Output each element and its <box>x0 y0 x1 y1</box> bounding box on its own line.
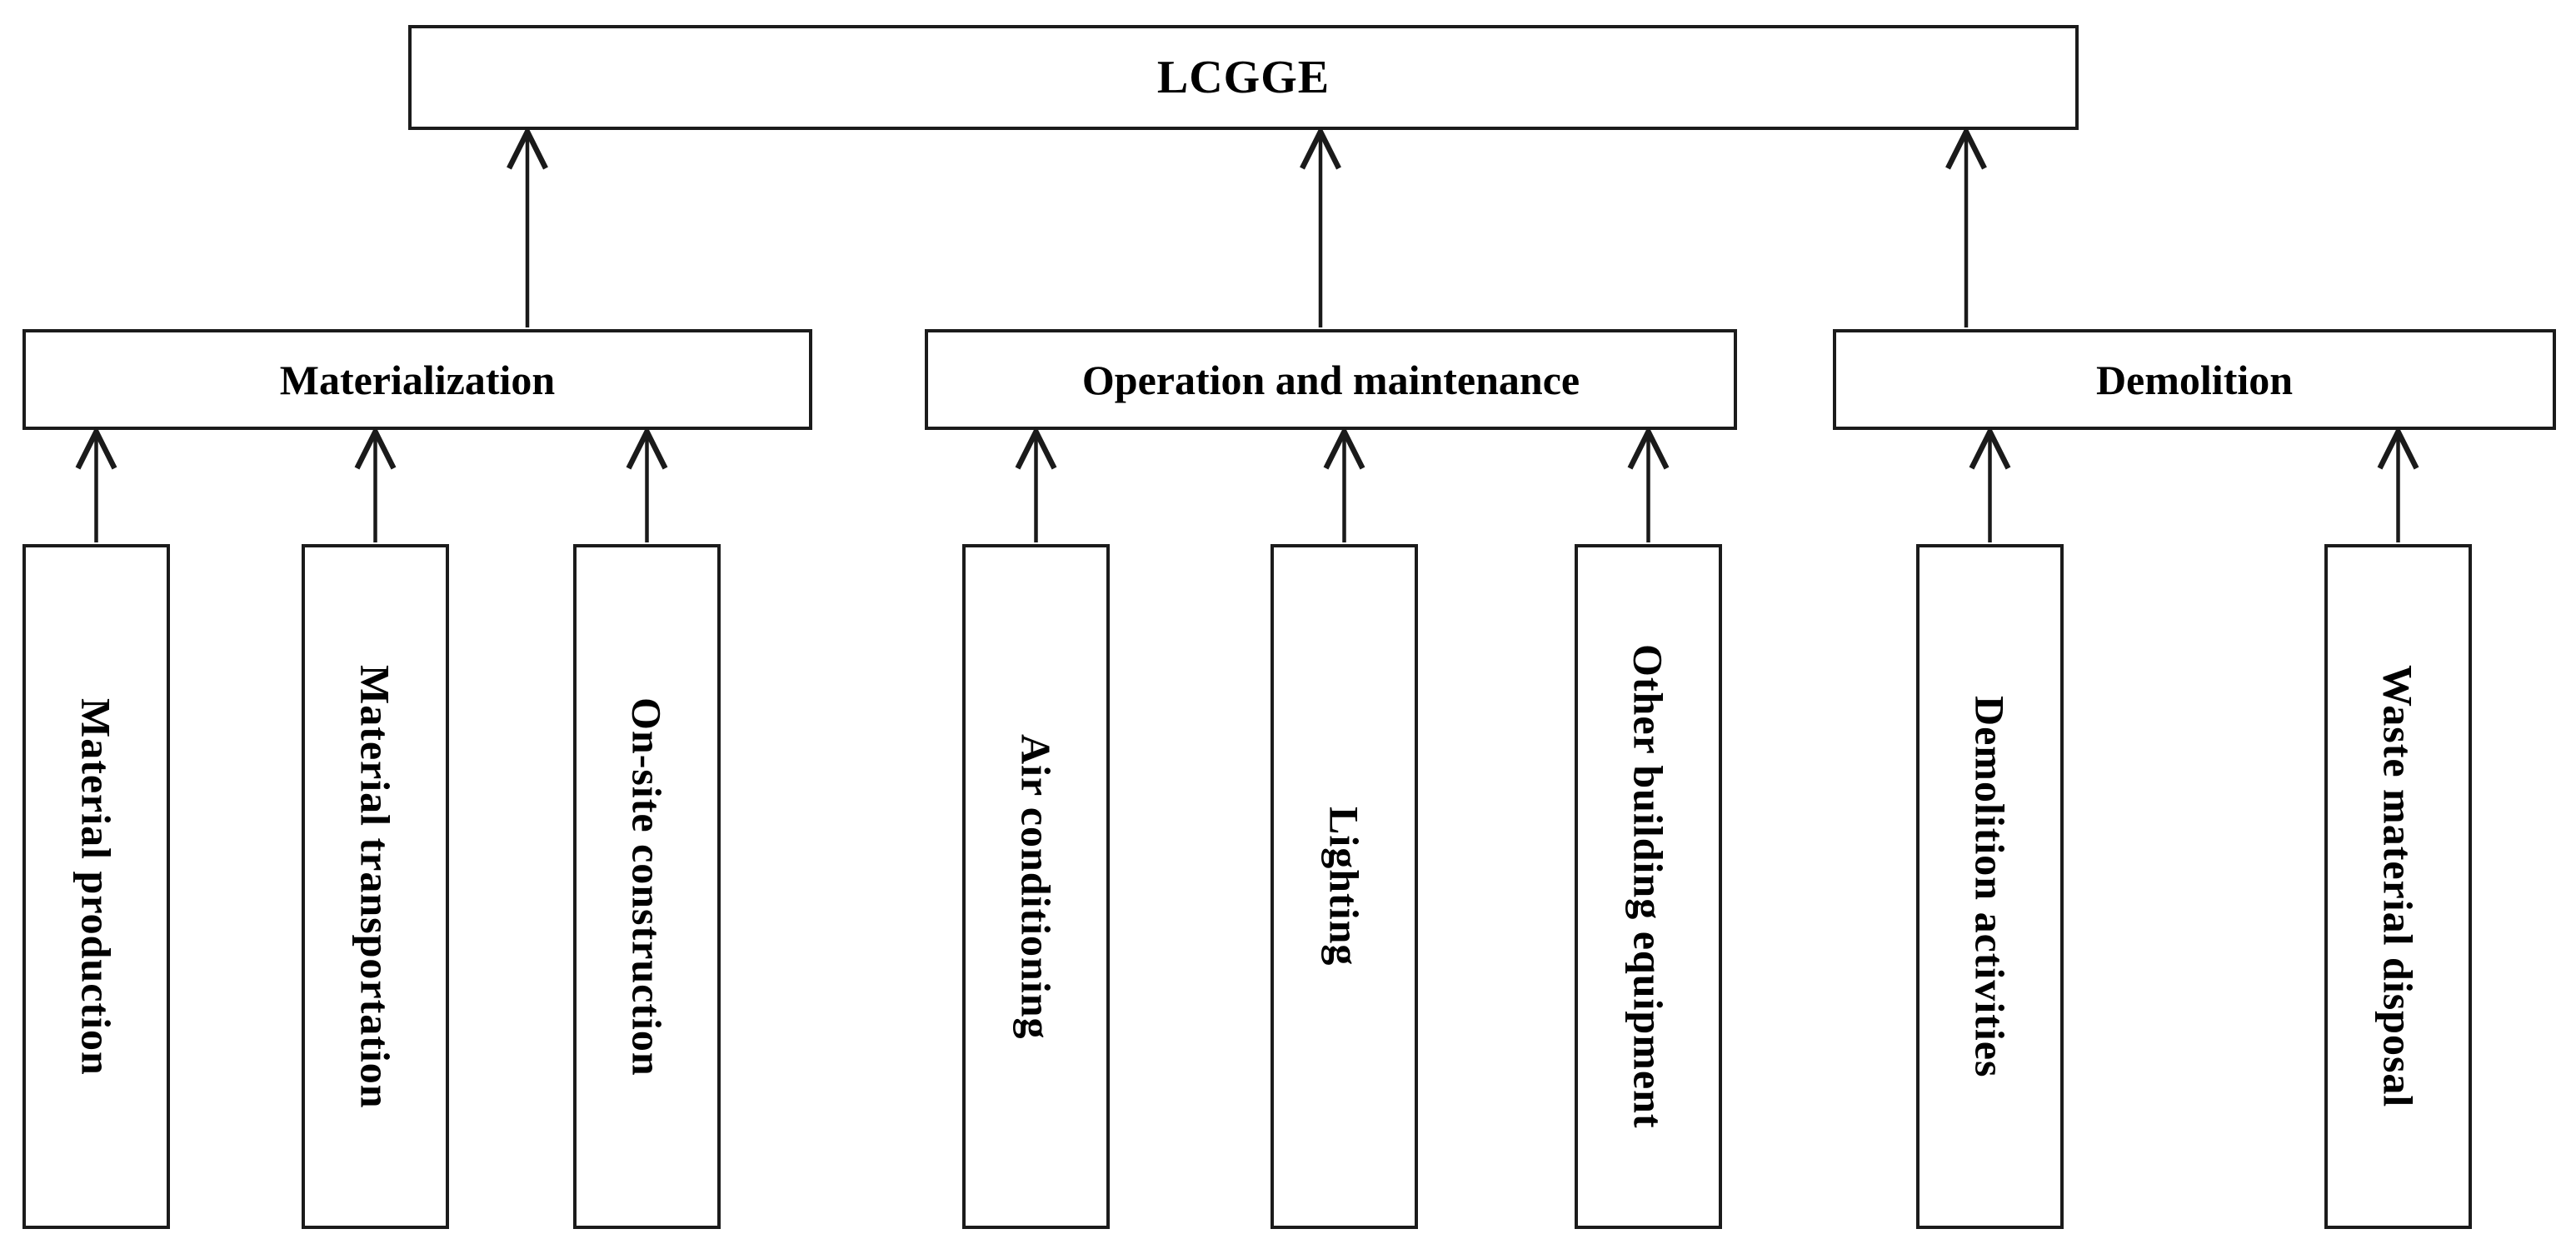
arrowhead-up-icon <box>1015 425 1057 470</box>
node-material-transportation: Material transportation <box>302 544 449 1229</box>
node-materialization-label: Materialization <box>279 356 556 403</box>
arrowhead-up-icon <box>1300 125 1341 170</box>
arrowhead-up-icon <box>1627 425 1670 470</box>
node-lighting-label: Lighting <box>1320 807 1368 967</box>
node-operation-and-maintenance: Operation and maintenance <box>925 329 1737 430</box>
node-demolition-activities-label: Demolition activities <box>1966 695 2014 1078</box>
arrowhead-up-icon <box>1969 425 2011 470</box>
node-material-production: Material production <box>22 544 170 1229</box>
node-demolition: Demolition <box>1833 329 2556 430</box>
node-lcgge-label: LCGGE <box>1156 52 1330 103</box>
node-on-site-construction: On-site construction <box>573 544 721 1229</box>
arrowhead-up-icon <box>2377 425 2419 470</box>
node-material-production-label: Material production <box>72 697 120 1076</box>
arrowhead-up-icon <box>507 125 548 170</box>
node-air-conditioning-label: Air conditioning <box>1012 733 1060 1040</box>
node-material-transportation-label: Material transportation <box>352 664 399 1109</box>
node-demolition-activities: Demolition activities <box>1916 544 2064 1229</box>
node-demolition-label: Demolition <box>2095 356 2294 403</box>
node-materialization: Materialization <box>22 329 812 430</box>
node-waste-material-disposal-label: Waste material disposal <box>2374 665 2422 1108</box>
node-other-building-equipment-label: Other building equipment <box>1625 644 1672 1129</box>
arrowhead-up-icon <box>1323 425 1365 470</box>
arrowhead-up-icon <box>1945 125 1987 170</box>
arrowhead-up-icon <box>626 425 668 470</box>
node-operation-and-maintenance-label: Operation and maintenance <box>1081 356 1580 403</box>
arrowhead-up-icon <box>354 425 397 470</box>
arrowhead-up-icon <box>75 425 117 470</box>
node-air-conditioning: Air conditioning <box>962 544 1110 1229</box>
node-lighting: Lighting <box>1271 544 1418 1229</box>
node-waste-material-disposal: Waste material disposal <box>2324 544 2472 1229</box>
node-other-building-equipment: Other building equipment <box>1575 544 1722 1229</box>
node-on-site-construction-label: On-site construction <box>623 697 671 1077</box>
node-lcgge: LCGGE <box>408 25 2079 130</box>
